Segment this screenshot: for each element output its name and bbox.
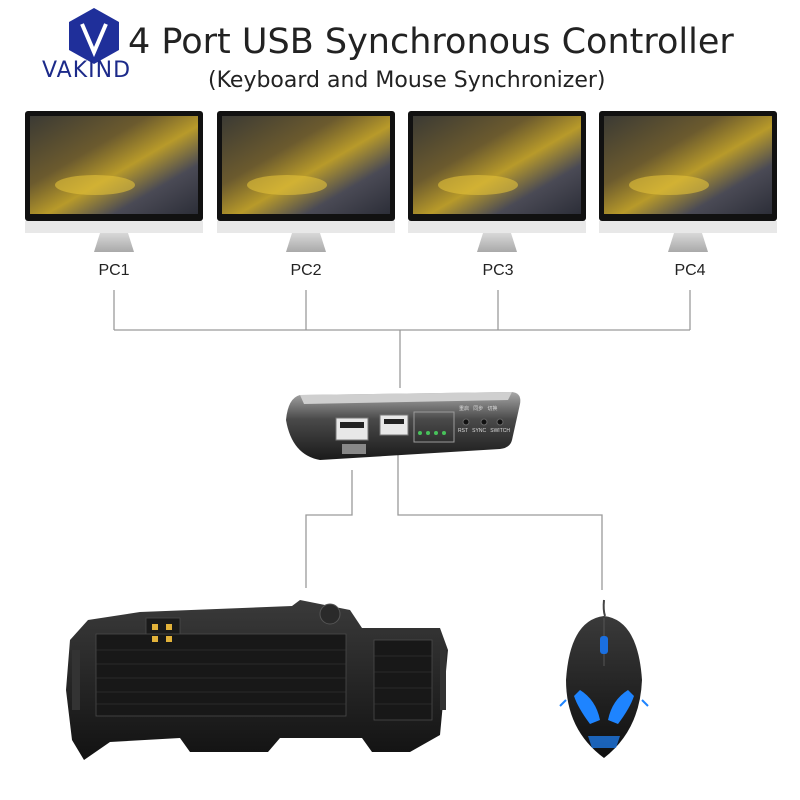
pc2-label: PC2 [290,262,322,279]
pc3-label: PC3 [482,262,514,279]
monitor-pc2 [217,111,395,252]
pc1-label: PC1 [98,262,130,279]
switch-label-cn: 切换 [487,406,498,412]
monitor-pc4 [599,111,777,252]
vakind-logo-icon [69,8,119,64]
sync-label-cn: 同步 [473,406,484,412]
page-title: 4 Port USB Synchronous Controller [128,22,734,62]
device-top-labels: 重启 同步 切换 [459,405,519,412]
restart-label-cn: 重启 [459,406,470,412]
pc4-label: PC4 [674,262,706,279]
brand-name: VAKIND [42,58,132,83]
switch-button-label: SWITCH [490,428,510,434]
rst-button-label: RST [458,428,468,434]
sync-button-label: SYNC [472,428,487,434]
monitor-pc1 [25,111,203,252]
page-subtitle: (Keyboard and Mouse Synchronizer) [208,68,606,93]
device-button-labels: RST SYNC SWITCH [458,428,528,434]
monitor-pc3 [408,111,586,252]
